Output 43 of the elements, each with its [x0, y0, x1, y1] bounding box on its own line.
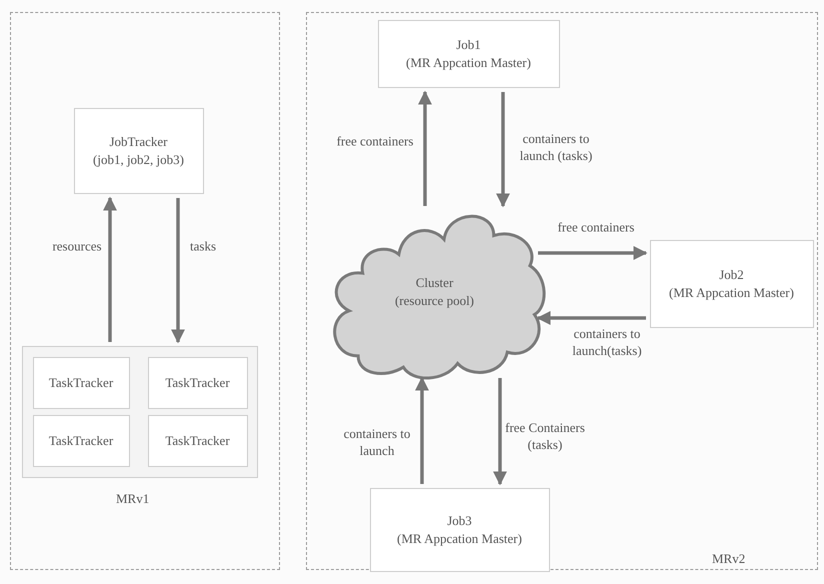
process-box [378, 20, 560, 88]
node-title: Job2 [719, 266, 744, 284]
edge-label: containers to launch(tasks) [571, 326, 643, 360]
process-box [148, 356, 248, 408]
edge-label: free containers [556, 220, 636, 236]
process-box [32, 356, 130, 408]
panel-label: MRv2 [712, 551, 746, 567]
edge-label: containers to launch (tasks) [518, 131, 594, 165]
node-subtitle: (resource pool) [394, 292, 474, 310]
arrow [538, 246, 648, 260]
node-title: JobTracker [109, 132, 168, 150]
node-title: TaskTracker [165, 432, 230, 450]
edge-label: free containers [336, 134, 414, 150]
group-box [22, 346, 258, 478]
node-subtitle: (MR Appcation Master) [397, 530, 522, 548]
dashed-panel [306, 12, 818, 570]
panel-label: MRv1 [116, 491, 150, 507]
process-box [148, 414, 248, 466]
node-subtitle: (MR Appcation Master) [669, 284, 794, 302]
arrow [493, 378, 507, 486]
arrow [171, 198, 185, 344]
arrow [103, 196, 117, 342]
edge-label: containers to launch [342, 426, 412, 460]
edge-label: tasks [189, 238, 217, 256]
process-box [650, 240, 814, 328]
arrow [536, 311, 646, 325]
process-box [32, 414, 130, 466]
node-title: Cluster [416, 274, 454, 292]
arrow [418, 90, 432, 206]
node-subtitle: (job1, job2, job3) [93, 150, 184, 168]
node-subtitle: (MR Appcation Master) [406, 54, 531, 72]
process-box [370, 488, 550, 572]
dashed-panel [10, 12, 280, 570]
node-title: TaskTracker [48, 432, 114, 450]
edge-label: free Containers (tasks) [505, 420, 585, 454]
node-title: TaskTracker [165, 374, 230, 392]
node-title: Job1 [456, 36, 481, 54]
process-box [74, 108, 204, 194]
node-title: Job3 [447, 512, 472, 530]
edge-label: resources [51, 238, 103, 256]
arrow [415, 376, 429, 484]
arrow [496, 92, 510, 208]
node-title: TaskTracker [48, 374, 114, 392]
